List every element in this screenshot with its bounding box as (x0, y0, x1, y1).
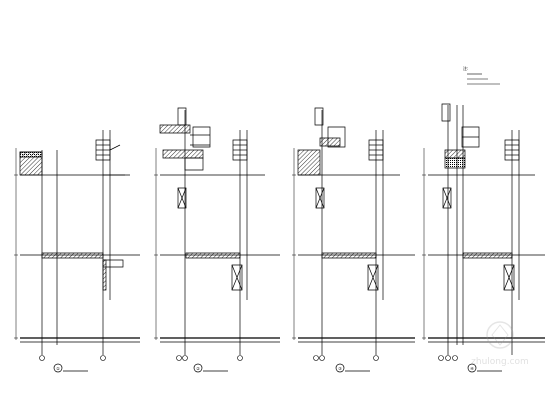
grid-axis-marker-2c (238, 356, 243, 361)
section-number-1: ① (56, 366, 60, 371)
grid-axis-marker-4c (453, 356, 458, 361)
section-title-2: ② (194, 364, 228, 372)
section-title-4: ④ (468, 364, 502, 372)
section-number-2: ② (196, 366, 200, 371)
grid-axis-marker-3b (320, 356, 325, 361)
grid-axis-marker-2b (183, 356, 188, 361)
general-notes: 注: (463, 65, 500, 84)
section-title-1: ① (54, 364, 88, 372)
notes-heading: 注: (463, 65, 468, 71)
grid-axis-marker-3c (374, 356, 379, 361)
section-detail-3 (298, 108, 415, 355)
section-number-3: ③ (338, 366, 342, 371)
grid-axis-marker-4b (446, 356, 451, 361)
watermark-logo: zhulong.com (471, 322, 529, 367)
grid-axis-marker-2a (177, 356, 182, 361)
dimension-ticks-3 (292, 148, 296, 340)
dimension-ticks-2 (154, 148, 158, 340)
section-title-3: ③ (336, 364, 370, 372)
dimension-ticks-1 (14, 148, 18, 340)
section-detail-4 (428, 104, 545, 355)
grid-axis-marker-1a (40, 356, 45, 361)
dimension-ticks-4 (422, 148, 426, 340)
section-detail-2 (160, 108, 280, 355)
grid-axis-marker-3a (314, 356, 319, 361)
watermark-text: zhulong.com (471, 357, 529, 367)
section-detail-1 (20, 130, 140, 355)
grid-axis-marker-1b (101, 356, 106, 361)
section-number-4: ④ (470, 366, 474, 371)
grid-axis-marker-4a (439, 356, 444, 361)
